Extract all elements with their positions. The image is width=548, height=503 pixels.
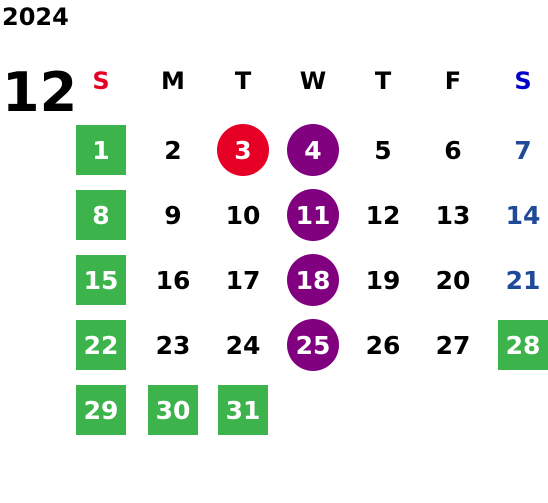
day-13: 13 — [435, 200, 471, 230]
day-22: 22 — [76, 320, 126, 370]
day-26: 26 — [365, 330, 401, 360]
day-20: 20 — [435, 265, 471, 295]
weekday-sat: S — [514, 67, 532, 95]
day-30: 30 — [148, 385, 198, 435]
day-1: 1 — [76, 125, 126, 175]
day-7: 7 — [514, 135, 532, 165]
weekday-sun: S — [92, 67, 110, 95]
day-12: 12 — [365, 200, 401, 230]
day-6: 6 — [444, 135, 462, 165]
day-18: 18 — [287, 254, 339, 306]
day-3: 3 — [217, 124, 269, 176]
day-19: 19 — [365, 265, 401, 295]
day-17: 17 — [225, 265, 261, 295]
day-14: 14 — [505, 200, 541, 230]
day-27: 27 — [435, 330, 471, 360]
weekday-tue: T — [234, 67, 252, 95]
day-25: 25 — [287, 319, 339, 371]
day-10: 10 — [225, 200, 261, 230]
day-29: 29 — [76, 385, 126, 435]
day-16: 16 — [155, 265, 191, 295]
calendar-month: 12 — [2, 61, 78, 124]
day-5: 5 — [374, 135, 392, 165]
weekday-fri: F — [444, 67, 462, 95]
weekday-thu: T — [374, 67, 392, 95]
day-8: 8 — [76, 190, 126, 240]
day-21: 21 — [505, 265, 541, 295]
day-28: 28 — [498, 320, 548, 370]
day-31: 31 — [218, 385, 268, 435]
weekday-mon: M — [161, 67, 185, 95]
day-4: 4 — [287, 124, 339, 176]
weekday-wed: W — [299, 67, 327, 95]
calendar-year: 2024 — [2, 3, 69, 31]
day-23: 23 — [155, 330, 191, 360]
day-15: 15 — [76, 255, 126, 305]
day-11: 11 — [287, 189, 339, 241]
day-24: 24 — [225, 330, 261, 360]
day-2: 2 — [164, 135, 182, 165]
day-9: 9 — [164, 200, 182, 230]
